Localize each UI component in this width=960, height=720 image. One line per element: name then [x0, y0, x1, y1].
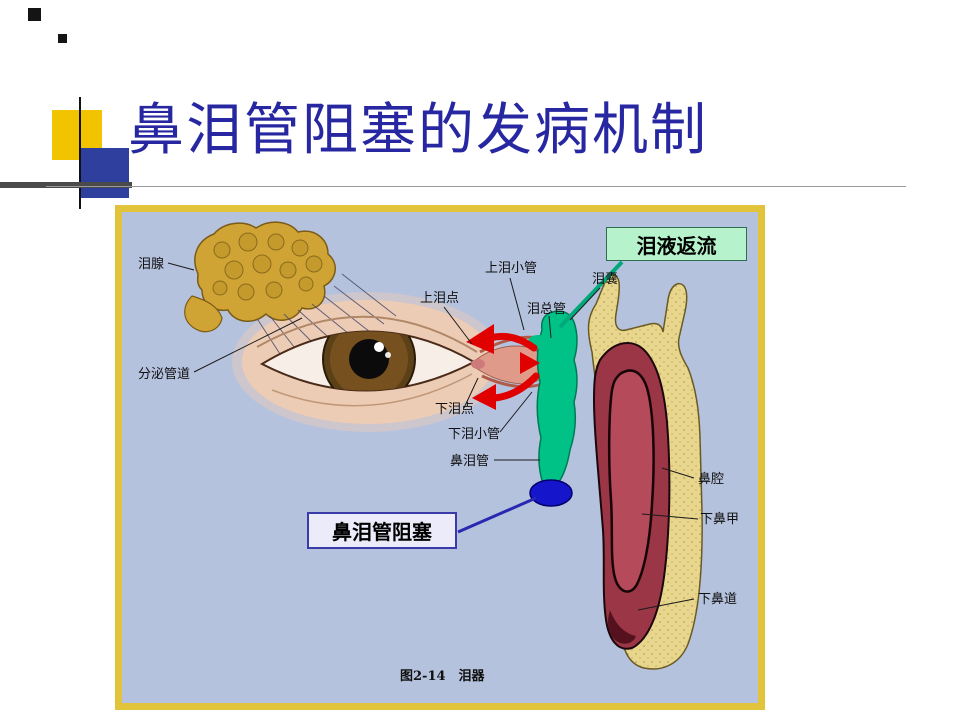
iris-group [322, 331, 416, 391]
reflux-connector-line [558, 260, 624, 329]
label-nasolacrimal-duct: 鼻泪管 [450, 453, 489, 469]
reflux-arrowhead-sac [520, 352, 540, 374]
eye-highlight-2 [385, 352, 391, 358]
leader-upper-canaliculus [509, 277, 525, 331]
page-title: 鼻泪管阻塞的发病机制 [128, 98, 708, 163]
anatomy-illustration: 泪腺 分泌管道 上泪点 上泪小管 泪囊 泪总管 下泪点 下泪小管 鼻泪管 鼻腔 … [138, 221, 739, 684]
caruncle [471, 359, 485, 369]
upper-lid-crease [256, 315, 478, 353]
title-rule-thin [46, 186, 906, 187]
gland-lobules [212, 232, 323, 301]
label-lacrimal-gland: 泪腺 [138, 257, 164, 272]
decor-vertical-line [79, 97, 81, 209]
leader-lower-punctum [463, 377, 479, 409]
leader-upper-punctum [443, 306, 473, 345]
leader-nasal-cavity [661, 467, 695, 479]
label-secretory-ducts: 分泌管道 [138, 367, 190, 382]
leader-lower-canaliculus [499, 391, 533, 433]
label-upper-canaliculus: 上泪小管 [485, 261, 537, 276]
label-lacrimal-sac: 泪囊 [592, 271, 618, 287]
lower-lid-crease [271, 373, 473, 407]
inferior-meatus-shape [608, 610, 636, 644]
callout-nasolacrimal-obstruction: 鼻泪管阻塞 [307, 512, 457, 549]
reflux-arrow-lower [490, 372, 540, 402]
leader-secretory-ducts [193, 317, 303, 373]
obstruction-connector-line [457, 496, 537, 534]
leader-lacrimal-gland [167, 262, 195, 271]
label-inferior-turbinate: 下鼻甲 [700, 511, 739, 527]
label-upper-punctum: 上泪点 [420, 291, 459, 306]
leader-lacrimal-sac [569, 287, 601, 321]
reflux-arrowhead-upper [466, 324, 494, 354]
inferior-turbinate-shape [607, 369, 655, 593]
label-nasal-cavity: 鼻腔 [698, 471, 724, 487]
reflux-arrowhead-lower [472, 384, 496, 410]
decor-square-small-2 [58, 34, 67, 43]
eye-highlight-1 [374, 342, 384, 352]
figure-caption: 图2-14 泪器 [400, 668, 486, 684]
label-common-canaliculus: 泪总管 [527, 302, 566, 317]
label-inferior-meatus: 下鼻道 [698, 591, 737, 607]
leader-inferior-turbinate [641, 513, 699, 520]
label-lower-punctum: 下泪点 [435, 402, 474, 417]
callout-tear-reflux: 泪液返流 [606, 227, 747, 261]
leader-lines [167, 262, 699, 611]
lacrimal-gland-tail [184, 295, 223, 333]
leader-common-canaliculus [548, 315, 552, 339]
obstruction-blob [529, 479, 573, 507]
decor-square-small-1 [28, 8, 41, 21]
lower-canaliculus-shape [481, 374, 543, 389]
decor-square-blue [79, 148, 129, 198]
leader-inferior-meatus [637, 598, 695, 611]
diagram-frame: 泪腺 分泌管道 上泪点 上泪小管 泪囊 泪总管 下泪点 下泪小管 鼻泪管 鼻腔 … [115, 205, 765, 710]
title-rule-thick [0, 182, 132, 188]
label-lower-canaliculus: 下泪小管 [448, 427, 500, 442]
